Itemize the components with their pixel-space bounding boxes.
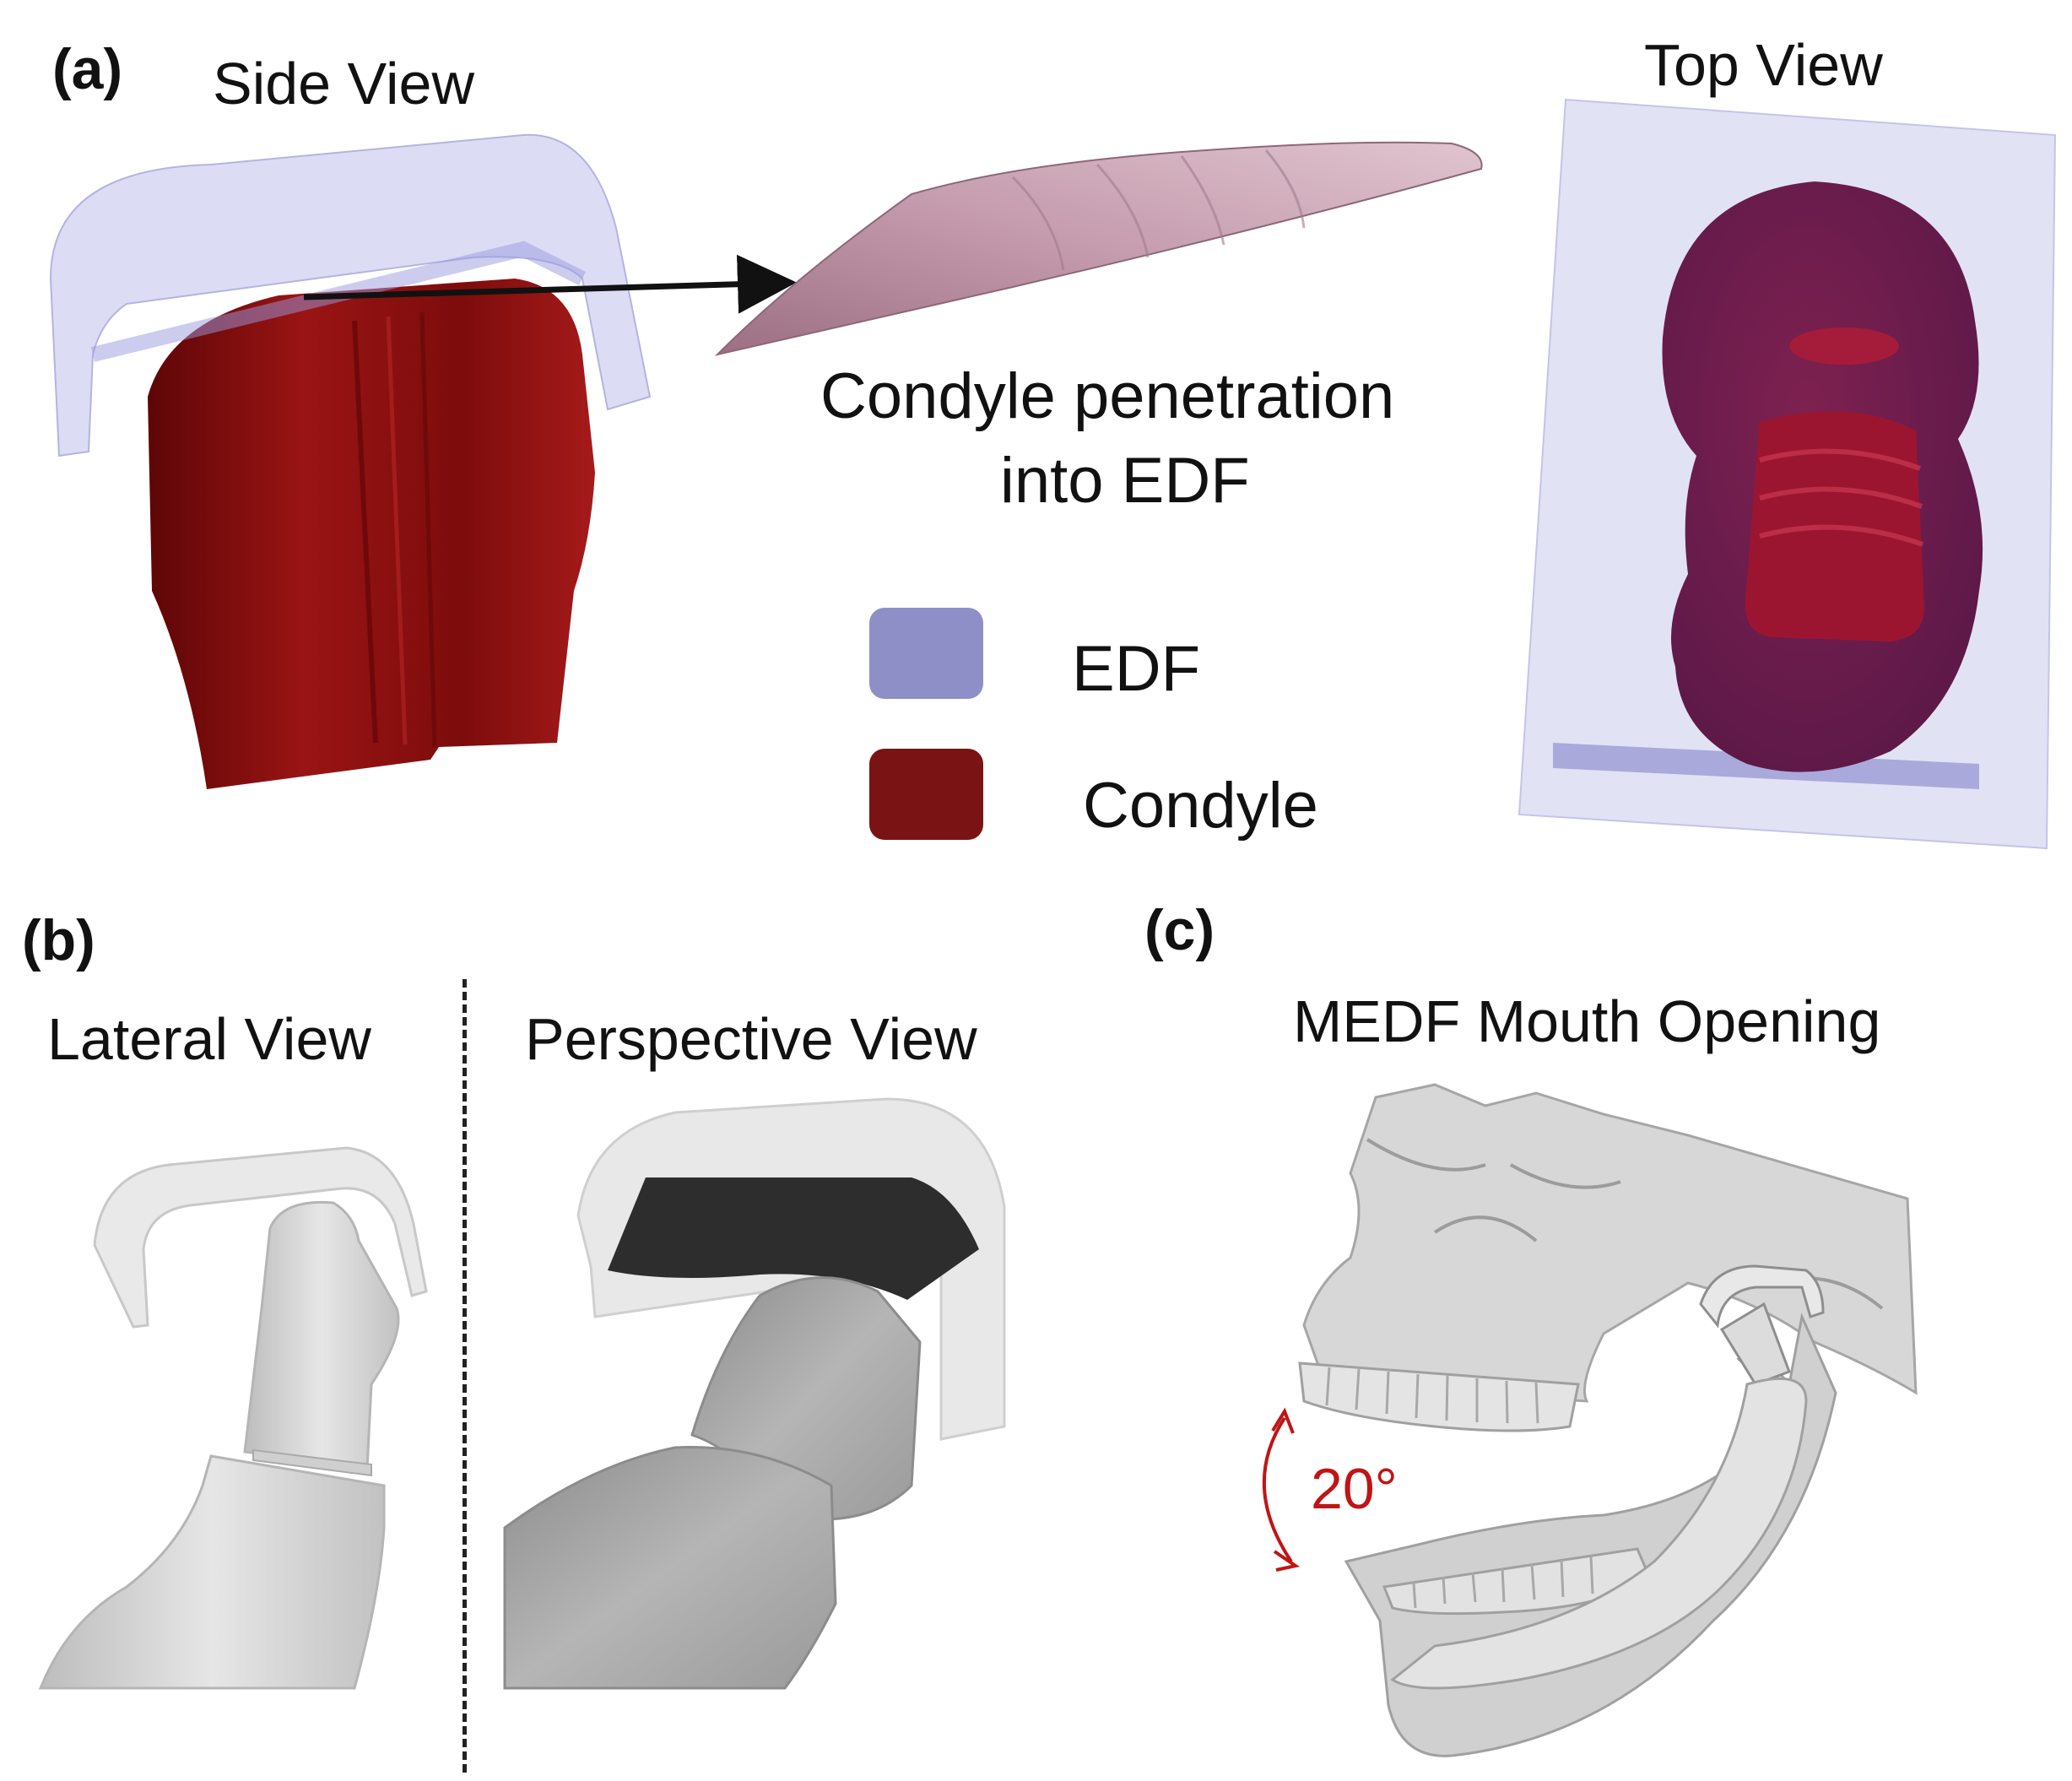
panel-c-title: MEDF Mouth Opening <box>1293 988 1881 1054</box>
side-view-condyle <box>148 279 595 789</box>
top-view-title: Top View <box>1644 32 1883 98</box>
lateral-view-cap <box>93 1146 428 1329</box>
legend-swatch-condyle <box>869 749 983 840</box>
perspective-view-title: Perspective View <box>525 1006 977 1072</box>
legend-swatch-edf <box>869 608 983 699</box>
angle-arc <box>1262 1416 1293 1563</box>
panel-c-tag: (c) <box>1144 898 1215 962</box>
legend-label-condyle: Condyle <box>1083 770 1318 842</box>
penetration-caption-line2: into EDF <box>1000 445 1250 517</box>
panel-b-divider <box>463 979 467 1773</box>
penetration-shape <box>714 141 1483 356</box>
lateral-view-ramus <box>38 1454 386 1690</box>
penetration-caption-line1: Condyle penetration <box>820 360 1395 432</box>
side-view-title: Side View <box>213 51 475 116</box>
side-view-edf <box>49 133 652 457</box>
lateral-view-condyle <box>243 1200 400 1470</box>
legend-label-edf: EDF <box>1072 633 1200 705</box>
perspective-view-cap-underside <box>608 1177 979 1300</box>
panel-b-tag: (b) <box>22 908 95 972</box>
lateral-view-title: Lateral View <box>47 1006 371 1072</box>
angle-label: 20° <box>1311 1457 1398 1521</box>
top-view-model <box>1517 98 2057 850</box>
penetration-arrow <box>303 254 797 314</box>
perspective-view-ramus <box>503 1446 837 1690</box>
skull-model <box>1298 1083 1918 1757</box>
panel-a-tag: (a) <box>52 37 123 101</box>
